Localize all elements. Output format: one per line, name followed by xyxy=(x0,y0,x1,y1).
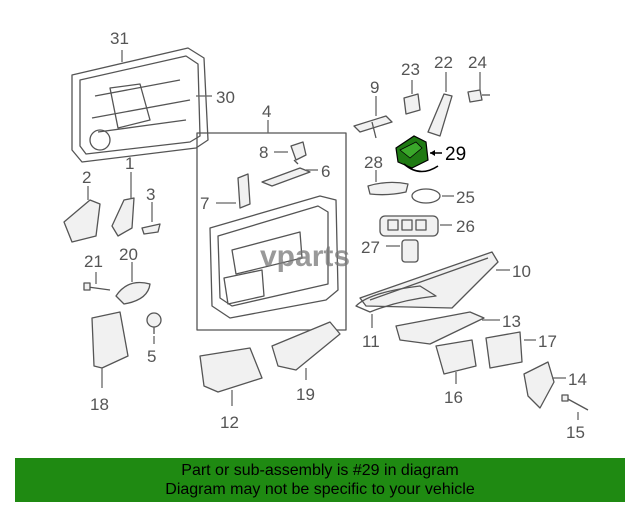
callout-22: 22 xyxy=(434,53,453,72)
part-25-ring[interactable] xyxy=(411,188,441,204)
callout-23: 23 xyxy=(401,60,420,79)
part-2-handle-bracket[interactable] xyxy=(63,199,101,243)
part-14-bracket[interactable] xyxy=(523,361,555,409)
callout-29: 29 xyxy=(445,144,466,165)
callout-16: 16 xyxy=(444,388,463,407)
callout-25: 25 xyxy=(456,188,475,207)
callout-2: 2 xyxy=(82,168,91,187)
part-1-handle-cover[interactable] xyxy=(111,197,135,237)
part-22-trim-strip[interactable] xyxy=(427,93,453,137)
callout-21: 21 xyxy=(84,252,103,271)
callout-15: 15 xyxy=(566,423,585,442)
banner-line-2: Diagram may not be specific to your vehi… xyxy=(165,481,475,498)
callout-18: 18 xyxy=(90,395,109,414)
callout-31: 31 xyxy=(110,29,129,48)
callout-12: 12 xyxy=(220,413,239,432)
part-19-armrest-pad[interactable] xyxy=(271,321,341,371)
part-21-screw[interactable] xyxy=(83,282,111,291)
callout-27: 27 xyxy=(361,238,380,257)
part-23-switch-block[interactable] xyxy=(403,93,421,115)
callout-1: 1 xyxy=(125,154,134,173)
callout-20: 20 xyxy=(119,245,138,264)
callout-26: 26 xyxy=(456,217,475,236)
callout-30: 30 xyxy=(216,88,235,107)
callout-3: 3 xyxy=(146,185,155,204)
callout-24: 24 xyxy=(468,53,487,72)
callout-11: 11 xyxy=(362,332,380,351)
callout-4: 4 xyxy=(262,102,271,121)
part-16-bracket[interactable] xyxy=(435,339,477,375)
callout-7: 7 xyxy=(200,194,209,213)
part-28-inner-handle[interactable] xyxy=(367,181,409,196)
info-banner: Part or sub-assembly is #29 in diagram D… xyxy=(15,458,625,502)
banner-line-1: Part or sub-assembly is #29 in diagram xyxy=(181,462,459,479)
part-17-cover[interactable] xyxy=(485,331,523,369)
part-20-handle[interactable] xyxy=(115,281,151,305)
callout-9: 9 xyxy=(370,78,379,97)
part-6-trim-strip[interactable] xyxy=(261,167,311,187)
part-5-clip[interactable] xyxy=(146,312,162,334)
callout-19: 19 xyxy=(296,385,315,404)
part-26-window-switch[interactable] xyxy=(379,215,439,237)
part-12-map-pocket[interactable] xyxy=(199,347,263,393)
part-9-bracket[interactable] xyxy=(353,115,393,139)
part-8-clip[interactable] xyxy=(290,141,307,165)
part-18-panel-insert[interactable] xyxy=(91,311,129,369)
callout-8: 8 xyxy=(259,143,268,162)
callout-13: 13 xyxy=(502,312,521,331)
part-7-bracket[interactable] xyxy=(237,173,251,209)
callout-28: 28 xyxy=(364,153,383,172)
callout-10: 10 xyxy=(512,262,531,281)
watermark-logo: vparts xyxy=(260,240,350,273)
part-11-seal-strip[interactable] xyxy=(355,285,437,313)
part-27-switch[interactable] xyxy=(401,239,419,263)
part-24-bolt[interactable] xyxy=(467,89,490,103)
parts-diagram: 31 30 4 8 6 7 2 1 3 xyxy=(63,29,589,442)
callout-14: 14 xyxy=(568,370,587,389)
part-4-door-trim-panel[interactable] xyxy=(196,132,347,331)
part-29-highlighted-assembly[interactable] xyxy=(395,135,439,173)
part-15-screw[interactable] xyxy=(561,394,589,411)
callout-17: 17 xyxy=(538,332,557,351)
callout-6: 6 xyxy=(321,162,330,181)
part-13-armrest[interactable] xyxy=(395,311,485,345)
part-3-cap[interactable] xyxy=(141,223,161,235)
part-31-door-seal[interactable] xyxy=(71,47,209,163)
callout-5: 5 xyxy=(147,347,156,366)
part-10-armrest-trim[interactable] xyxy=(359,251,499,309)
